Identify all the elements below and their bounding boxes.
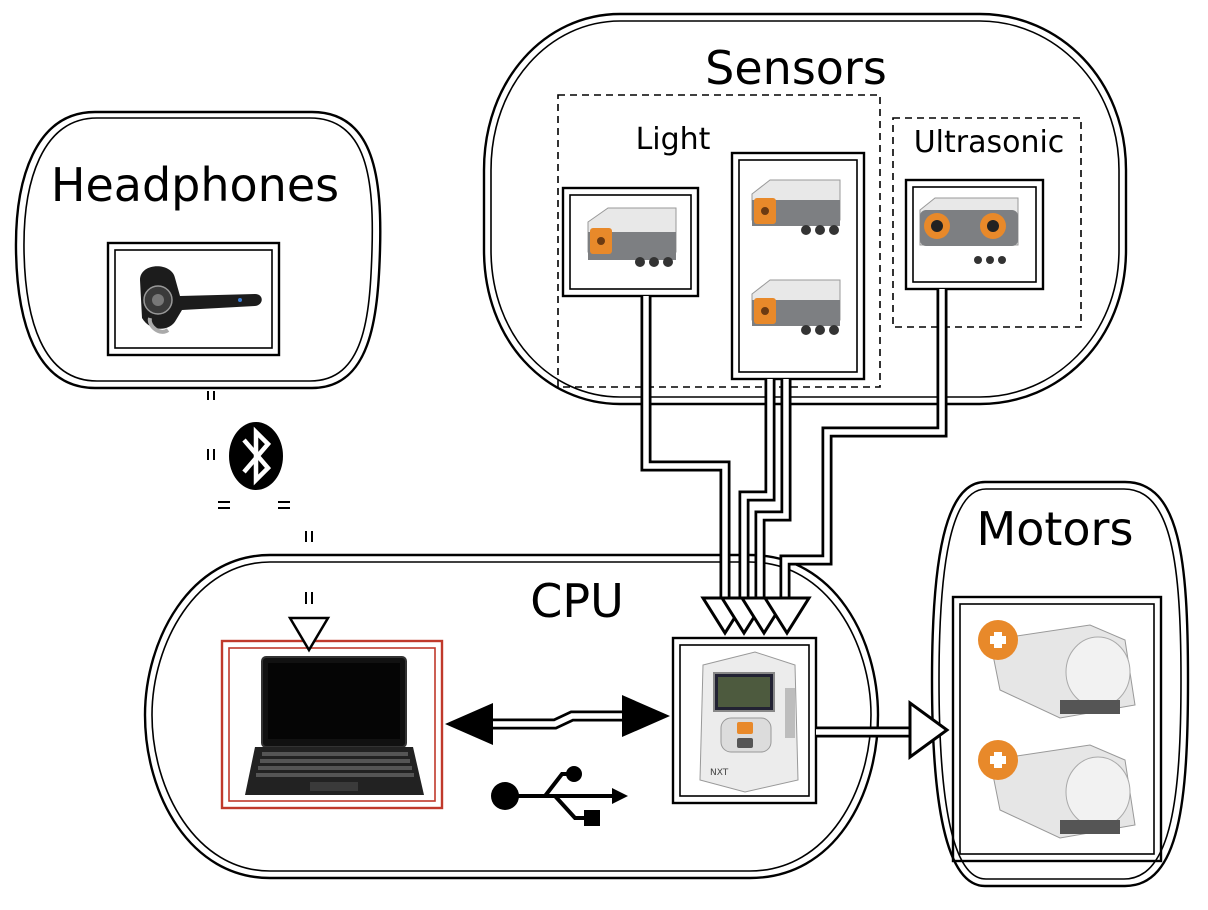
ultrasonic-sensor <box>904 178 1045 291</box>
motors-group: Motors <box>930 480 1190 888</box>
light-label: Light <box>636 122 711 157</box>
laptop-image <box>220 639 444 810</box>
motor-arrowhead <box>908 700 950 760</box>
wireless-arrowhead <box>287 616 331 653</box>
nxt-brick-image: NXT <box>671 636 818 805</box>
nxt-brick-label: NXT <box>710 768 729 778</box>
usb-arrowhead-right <box>622 695 670 737</box>
bluetooth-icon <box>229 422 283 490</box>
motors-image <box>951 595 1163 863</box>
headphones-label: Headphones <box>51 158 339 212</box>
headset-image <box>106 241 281 357</box>
light-sensors-pair <box>730 151 866 381</box>
cpu-group: CPU NXT <box>143 553 880 880</box>
sensors-group: Sensors Light Ultrasonic <box>482 12 1128 406</box>
usb-arrowhead-left <box>445 703 493 745</box>
usb-icon <box>491 766 628 826</box>
sensors-label: Sensors <box>705 41 887 95</box>
motors-label: Motors <box>977 502 1134 556</box>
cpu-label: CPU <box>530 574 624 628</box>
input-arrowhead-4 <box>762 596 812 636</box>
light-sensors-subgroup <box>557 94 881 388</box>
headphones-group: Headphones <box>14 110 382 390</box>
ultrasonic-label: Ultrasonic <box>914 125 1065 160</box>
light-sensor-1 <box>561 186 700 298</box>
wires <box>207 289 950 760</box>
ultrasonic-sensor-subgroup <box>892 117 1082 328</box>
